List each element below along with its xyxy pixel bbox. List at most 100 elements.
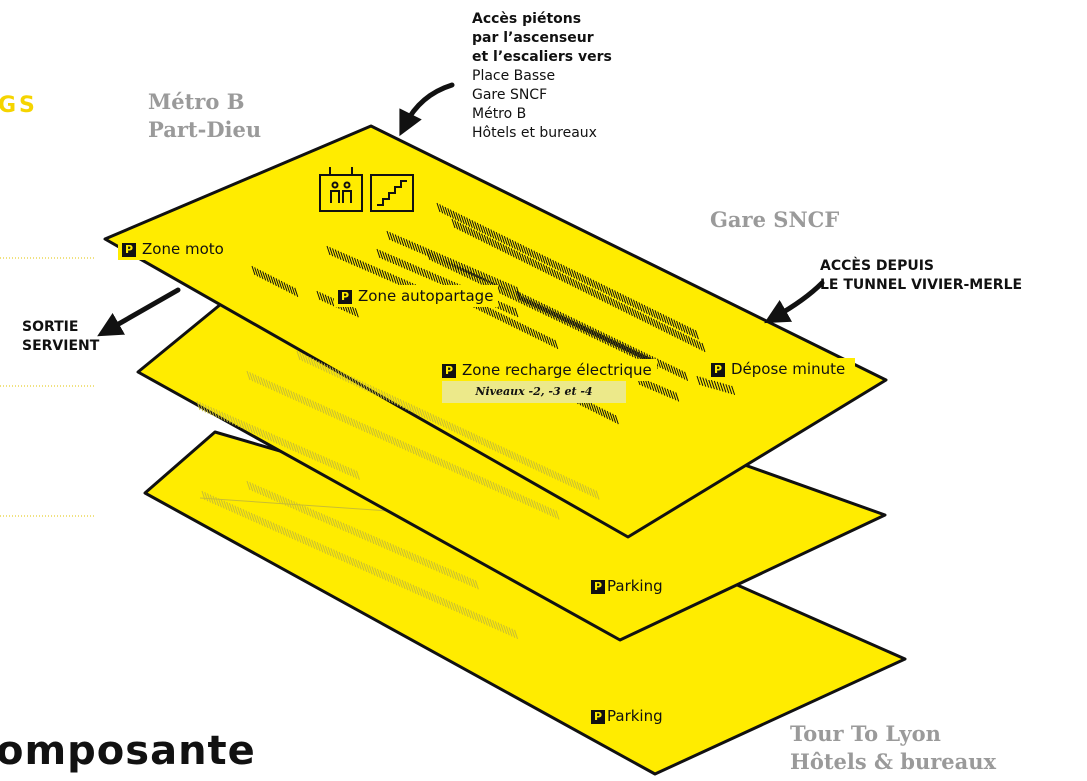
parking-bay-mark xyxy=(353,527,358,537)
parking-bay-mark xyxy=(352,306,357,317)
parking-bay-mark xyxy=(486,306,491,316)
parking-bay-mark xyxy=(638,302,643,312)
parking-bay-mark xyxy=(223,500,228,510)
parking-bay-mark xyxy=(240,420,245,430)
parking-bay-mark xyxy=(376,568,381,579)
parking-bay-mark xyxy=(459,605,464,615)
parking-bay-mark xyxy=(494,443,499,453)
parking-bay-mark xyxy=(459,467,464,477)
parking-bay-mark xyxy=(508,305,513,315)
parking-bay-mark xyxy=(503,303,508,313)
parking-bay-mark xyxy=(263,488,267,498)
parking-bay-mark xyxy=(301,504,306,515)
parking-bay-mark xyxy=(519,494,524,504)
parking-bay-mark xyxy=(575,322,580,332)
parking-bay-mark xyxy=(344,465,349,476)
parking-bay-mark xyxy=(365,262,370,272)
parking-bay-mark xyxy=(507,283,512,293)
parking-bay-mark xyxy=(665,315,670,325)
parking-bay-mark xyxy=(426,590,431,601)
parking-bay-mark xyxy=(422,557,427,567)
parking-bay-mark xyxy=(505,288,509,298)
parking-bay-mark xyxy=(331,517,336,528)
parking-bay-mark xyxy=(344,554,349,564)
parking-bay-mark xyxy=(300,534,305,545)
parking-bay-mark xyxy=(615,341,620,351)
parking-bay-mark xyxy=(570,316,575,327)
parking-bay-mark xyxy=(518,294,523,305)
parking-bay-mark xyxy=(433,562,438,572)
parking-bay-mark xyxy=(480,276,485,287)
parking-bay-mark xyxy=(334,410,338,420)
parking-bay-mark xyxy=(272,276,277,287)
parking-bay-mark xyxy=(567,315,572,325)
parking-bay-mark xyxy=(403,549,408,559)
parking-bay-mark xyxy=(454,464,459,474)
parking-bay-mark xyxy=(612,298,617,309)
parking-bay-mark xyxy=(573,318,578,328)
parking-bay-mark xyxy=(476,474,481,484)
parking-bay-mark xyxy=(655,384,660,394)
parking-bay-mark xyxy=(511,451,516,461)
parking-bay-mark xyxy=(204,492,209,502)
parking-bay-mark xyxy=(297,533,302,543)
parking-bay-mark xyxy=(294,287,299,298)
parking-bay-mark xyxy=(621,341,626,351)
parking-bay-mark xyxy=(661,322,666,333)
parking-bay-mark xyxy=(428,559,433,570)
parking-bay-mark xyxy=(662,361,667,371)
parking-bay-mark xyxy=(667,363,672,374)
parking-bay-mark xyxy=(323,514,328,524)
parking-bay-mark xyxy=(447,568,452,578)
parking-bay-mark xyxy=(489,618,494,629)
parking-level-2-label: Parking xyxy=(607,577,663,595)
parking-bay-mark xyxy=(358,421,363,431)
parking-bay-mark xyxy=(519,322,524,332)
parking-bay-mark xyxy=(434,254,439,265)
parking-bay-mark xyxy=(345,373,350,383)
parking-bay-mark xyxy=(529,257,534,267)
parking-bay-mark xyxy=(521,323,526,334)
parking-bay-mark xyxy=(678,322,683,332)
parking-bay-mark xyxy=(581,484,586,494)
parking-bay-mark xyxy=(212,495,217,506)
parking-bay-mark xyxy=(654,310,659,320)
parking-bay-mark xyxy=(609,412,614,422)
parking-bay-mark xyxy=(475,434,480,444)
parking-bay-mark xyxy=(319,292,324,302)
parking-bay-mark xyxy=(473,473,478,483)
parking-bay-mark xyxy=(671,328,676,338)
parking-bay-mark xyxy=(481,477,486,487)
parking-bay-mark xyxy=(303,447,308,458)
parking-bay-mark xyxy=(217,498,222,508)
parking-bay-mark xyxy=(350,417,355,428)
parking-bay-mark xyxy=(482,225,487,235)
parking-bay-mark xyxy=(371,566,376,576)
parking-bay-mark xyxy=(348,255,353,265)
parking-bay-mark xyxy=(419,245,424,255)
parking-bay-mark xyxy=(450,262,455,272)
parking-bay-mark xyxy=(579,482,584,493)
parking-bay-mark xyxy=(546,257,551,267)
parking-bay-mark xyxy=(524,457,529,467)
parking-bay-mark xyxy=(246,480,251,491)
parking-bay-mark xyxy=(537,261,542,271)
parking-bay-mark xyxy=(418,407,423,418)
pedestrian-title-1: Accès piétons xyxy=(472,11,582,27)
parking-bay-mark xyxy=(385,433,390,444)
parking-bay-mark xyxy=(647,316,652,326)
parking-bay-mark xyxy=(398,258,403,268)
parking-bay-mark xyxy=(321,293,326,303)
parking-bay-mark xyxy=(519,454,524,465)
parking-bay-mark xyxy=(581,322,586,332)
parking-bay-mark xyxy=(274,492,278,503)
parking-bay-mark xyxy=(460,214,465,225)
parking-bay-mark xyxy=(503,447,508,457)
parking-bay-mark xyxy=(550,268,555,278)
parking-bay-mark xyxy=(506,304,511,314)
parking-bay-mark xyxy=(523,297,528,307)
parking-bay-mark xyxy=(598,282,602,292)
parking-bay-mark xyxy=(557,310,562,320)
parking-bay-mark xyxy=(262,271,267,281)
